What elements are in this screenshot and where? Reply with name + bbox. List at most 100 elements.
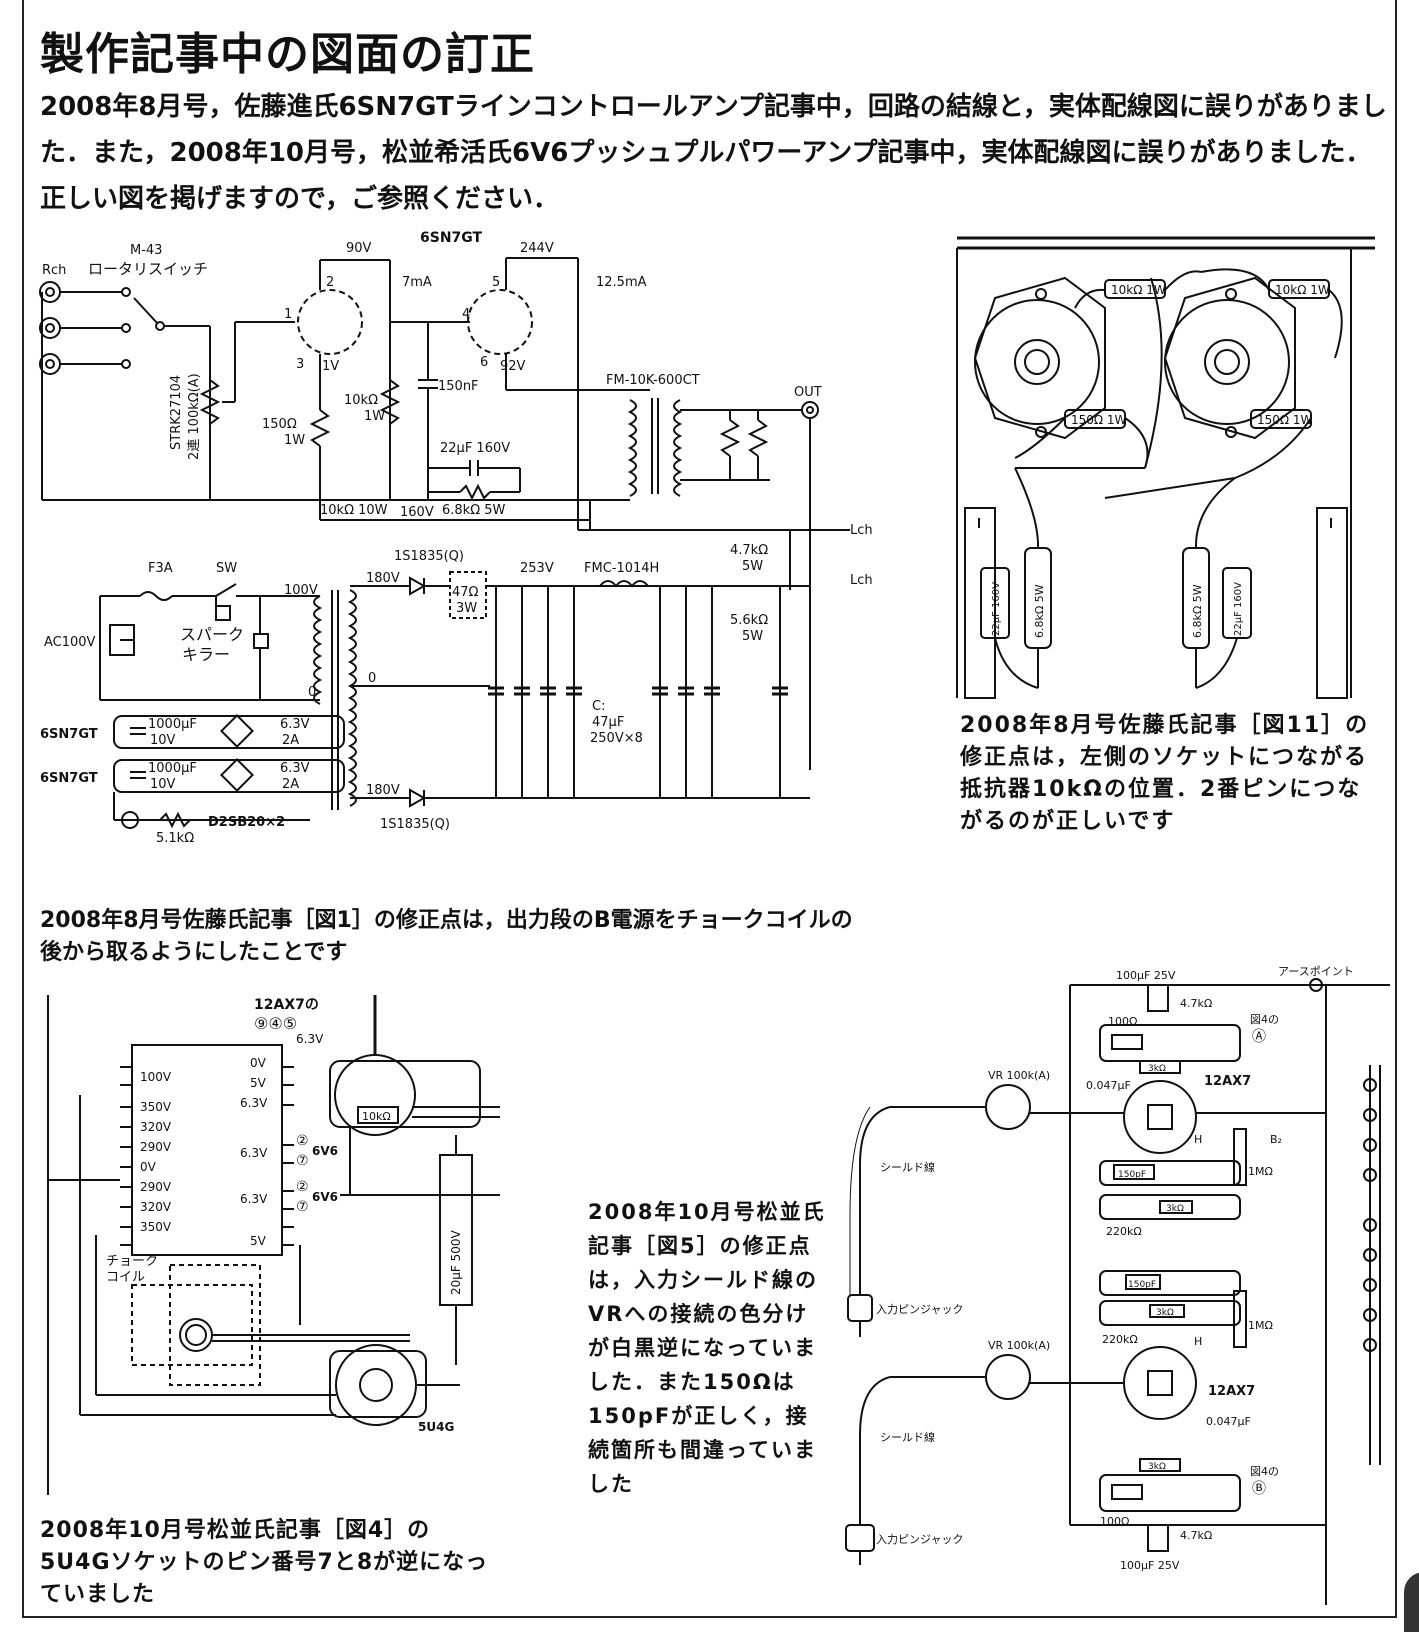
label-c22-b: 22μF 160V (1233, 582, 1244, 636)
label-c047b: 0.047μF (1206, 1415, 1251, 1428)
label-fig4a2: Ⓐ (1252, 1029, 1266, 1045)
label-t290a: 290V (140, 1140, 172, 1154)
label-c1000v: 10V (150, 733, 176, 748)
label-r68: 6.8kΩ 5W (442, 503, 506, 518)
label-pins: ⑨④⑤ (254, 1014, 297, 1033)
label-r63: 6.3V (240, 1096, 268, 1110)
label-rch: Rch (42, 263, 66, 278)
caption-fig4: 2008年10月号松並氏記事［図4］の5U4Gソケットのピン番号7と8が逆になっ… (40, 1518, 489, 1607)
fig11-wiring: 10kΩ 1W 10kΩ 1W 150Ω 1W 150Ω 1W 6.8kΩ 5W… (956, 236, 1375, 699)
label-r10k10: 10kΩ 10W (320, 503, 388, 518)
label-6v6b: 6V6 (312, 1190, 338, 1204)
label-t180v: 180V (366, 571, 400, 586)
label-jack-b: 入力ピンジャック (876, 1533, 963, 1546)
label-sw: SW (216, 561, 237, 576)
label-cmain3: 250V×8 (590, 731, 643, 746)
page-title: 製作記事中の図面の訂正 (40, 29, 535, 80)
label-t100v: 100V (140, 1070, 172, 1084)
label-r1m-b: 1MΩ (1248, 1319, 1273, 1332)
label-p2a: ② (296, 1133, 309, 1149)
label-choke: FMC-1014H (584, 561, 659, 576)
caption-fig11: 2008年8月号佐藤氏記事［図11］の修正点は，左側のソケットにつながる抵抗器1… (960, 713, 1370, 834)
label-h63b: 6.3V (280, 761, 310, 776)
label-r5vb: 5V (250, 1234, 267, 1248)
label-r47kb: 4.7kΩ (1180, 1529, 1212, 1542)
label-t0v: 0V (140, 1160, 157, 1174)
label-cap: 20μF 500V (449, 1229, 463, 1295)
label-r1m-a: 1MΩ (1248, 1165, 1273, 1178)
label-lch2: Lch (850, 573, 873, 588)
label-diode: 1S1835(Q) (394, 549, 464, 564)
page-edge-tab (1404, 1572, 1419, 1632)
label-r10k: 10kΩ (344, 393, 378, 408)
page-frame (22, 0, 1397, 1618)
label-heater2: 6SN7GT (40, 771, 98, 786)
label-r47ka: 4.7kΩ (1180, 997, 1212, 1010)
label-h63: 6.3V (280, 717, 310, 732)
label-r3k-b: 3kΩ (1166, 1204, 1184, 1214)
label-h-a: H (1194, 1133, 1202, 1146)
label-t350a: 350V (140, 1100, 172, 1114)
label-t180vb: 180V (366, 783, 400, 798)
label-r10k: 10kΩ (362, 1110, 391, 1123)
label-t320a: 320V (140, 1120, 172, 1134)
label-c047a: 0.047μF (1086, 1079, 1131, 1092)
fig4-wiring: 12AX7の ⑨④⑤ 6.3V 100V 350V 320V 290V 0V 2… (47, 995, 500, 1495)
label-r10kw: 1W (364, 409, 385, 424)
label-92v: 92V (500, 359, 526, 374)
label-r3k-c: 3kΩ (1156, 1308, 1174, 1318)
label-pin5: 5 (492, 275, 500, 290)
label-pin3: 3 (296, 357, 304, 372)
label-r47k: 4.7kΩ (730, 543, 768, 558)
label-spark: スパーク (180, 625, 244, 644)
fig1-schematic: Rch M-43 ロータリスイッチ STRK27104 2連 100kΩ(A) … (39, 230, 873, 846)
label-r56k: 5.6kΩ (730, 613, 768, 628)
label-fig4a: 図4の (1250, 1013, 1279, 1026)
label-r220-a: 220kΩ (1106, 1225, 1142, 1238)
label-pin1: 1 (284, 307, 292, 322)
label-tube: 6SN7GT (420, 230, 483, 246)
label-r3k-d: 3kΩ (1148, 1462, 1166, 1472)
label-lch: Lch (850, 523, 873, 538)
label-vr2: 2連 100kΩ(A) (187, 373, 202, 460)
label-r10k-a: 10kΩ 1W (1111, 283, 1166, 297)
label-h2ab: 2A (282, 777, 299, 792)
label-c1000: 1000μF (148, 717, 197, 732)
label-r100a: 100Ω (1108, 1015, 1137, 1028)
label-6v6a: 6V6 (312, 1144, 338, 1158)
label-t350b: 350V (140, 1220, 172, 1234)
label-253v: 253V (520, 561, 554, 576)
label-pin4: 4 (462, 307, 470, 322)
label-r63b: 6.3V (240, 1146, 268, 1160)
label-r5v: 5V (250, 1076, 267, 1090)
label-pin6: 6 (480, 355, 488, 370)
label-c100a: 100μF 25V (1116, 969, 1176, 982)
label-t320b: 320V (140, 1200, 172, 1214)
label-pin2: 2 (326, 275, 334, 290)
label-1v: 1V (322, 359, 339, 374)
label-r10k-b: 10kΩ 1W (1275, 283, 1330, 297)
label-90v: 90V (346, 241, 372, 256)
label-shield-a: シールド線 (880, 1160, 935, 1174)
label-12ax7: 12AX7の (254, 997, 319, 1013)
label-h2a: 2A (282, 733, 299, 748)
caption-fig5: 2008年10月号松並氏記事［図5］の修正点は，入力シールド線のVRへの接続の色… (588, 1200, 826, 1496)
label-r150w: 1W (284, 433, 305, 448)
label-t0b: 0 (368, 671, 376, 686)
label-tube-b: 12AX7 (1208, 1384, 1255, 1399)
label-160v: 160V (400, 505, 434, 520)
label-fig4b2: Ⓑ (1252, 1481, 1266, 1497)
label-shield-b: シールド線 (880, 1430, 935, 1444)
label-t100v: 100V (284, 583, 318, 598)
label-c150-b: 150pF (1128, 1280, 1156, 1290)
label-63-top: 6.3V (296, 1032, 324, 1046)
label-r100b: 100Ω (1100, 1515, 1129, 1528)
label-r63c: 6.3V (240, 1192, 268, 1206)
label-output-trans: FM-10K-600CT (606, 373, 700, 388)
caption-fig1: 2008年8月号佐藤氏記事［図1］の修正点は，出力段のB電源をチョークコイルの後… (40, 908, 853, 965)
label-vr-a: VR 100k(A) (988, 1069, 1050, 1082)
label-p7b: ⑦ (296, 1199, 309, 1215)
fig5-wiring: アースポイント 100μF 25V 4.7kΩ 100Ω 図4の Ⓐ 3kΩ V… (845, 965, 1390, 1605)
label-out: OUT (794, 385, 822, 400)
label-tube-a: 12AX7 (1204, 1074, 1251, 1089)
